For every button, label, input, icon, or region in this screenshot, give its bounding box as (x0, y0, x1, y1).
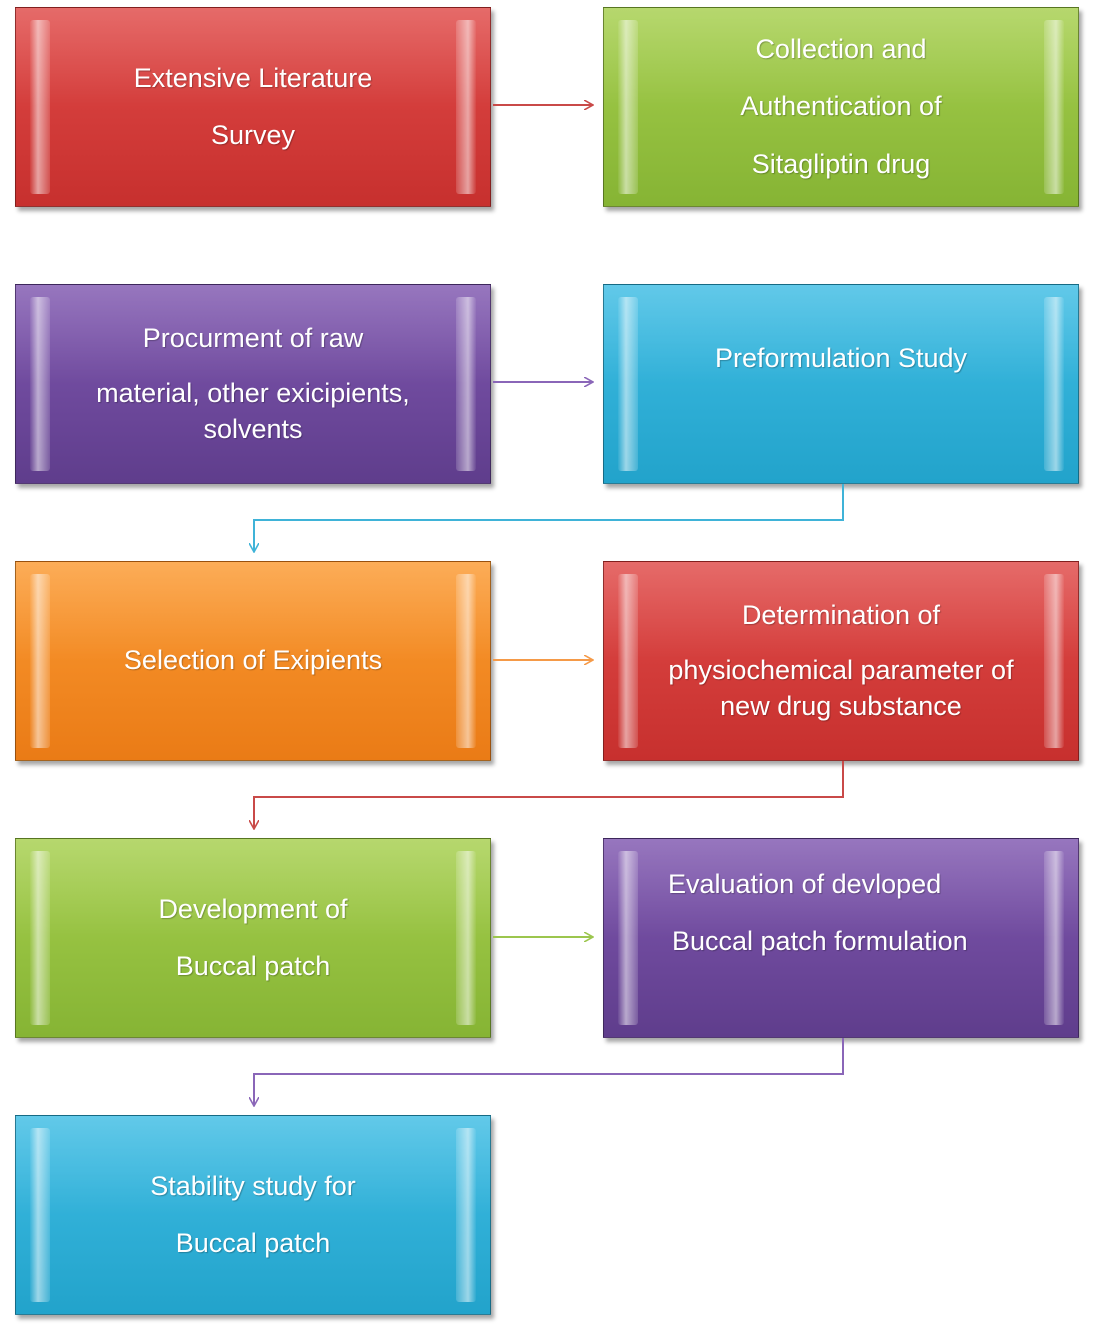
step-determination-line-1: Determination of (741, 600, 941, 631)
step-procurement-line-3: solvents (203, 413, 303, 444)
step-development-line-2: Buccal patch (175, 951, 331, 981)
arrow-preformulation-to-selection (254, 484, 844, 551)
arrow-evaluation-to-stability (254, 1038, 844, 1105)
step-stability-line-1: Stability study for (150, 1170, 356, 1201)
arrow-determination-to-development (254, 761, 844, 828)
step-selection-exipients: Selection of Exipients (15, 561, 491, 761)
step-procurement-line-1: Procurment of raw (142, 323, 364, 354)
step-evaluation: Evaluation of devloped Buccal patch form… (603, 838, 1079, 1038)
step-evaluation-line-2: Buccal patch formulation (672, 926, 968, 957)
step-collection-line-2: Authentication of (740, 91, 942, 122)
step-evaluation-line-1: Evaluation of devloped (668, 869, 942, 899)
step-stability-line-2: Buccal patch (175, 1228, 331, 1258)
step-development-line-1: Development of (158, 893, 348, 924)
step-preformulation-line-1: Preformulation Study (714, 343, 968, 373)
step-procurement-line-2: material, other exicipients, (96, 378, 410, 409)
step-collection-line-3: Sitagliptin drug (751, 148, 931, 179)
step-selection-line-1: Selection of Exipients (123, 645, 383, 676)
step-determination-line-2: physiochemical parameter of (668, 655, 1014, 686)
step-literature-line-2: Survey (210, 120, 296, 150)
step-collection-line-1: Collection and (755, 34, 927, 65)
step-determination-line-3: new drug substance (720, 690, 962, 721)
step-literature-line-1: Extensive Literature (133, 62, 373, 93)
